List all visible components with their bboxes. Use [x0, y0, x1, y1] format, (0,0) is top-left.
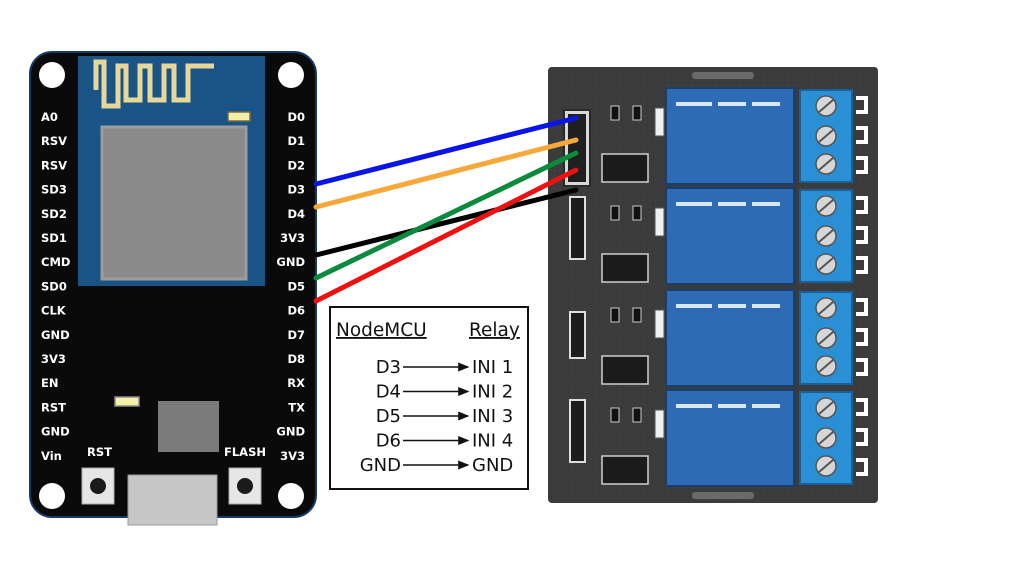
- shield-can: [100, 125, 248, 281]
- wire: [313, 150, 579, 281]
- legend-header-relay: Relay: [469, 320, 520, 341]
- left-pin-label: SD2: [41, 207, 67, 221]
- diode: [654, 107, 665, 137]
- optocoupler: [601, 355, 649, 385]
- wire: [313, 167, 579, 304]
- status-led: [114, 396, 140, 407]
- wires: [313, 115, 579, 304]
- right-pin-label: 3V3: [280, 449, 305, 463]
- left-pin-label: GND: [41, 425, 70, 439]
- left-pin-label: RST: [41, 400, 66, 414]
- left-pin-label: RSV: [41, 158, 67, 172]
- right-pin-label: TX: [288, 400, 305, 414]
- rst-button[interactable]: [81, 467, 115, 505]
- jumper-header: [569, 311, 586, 359]
- optocoupler: [601, 153, 649, 183]
- relay-channel: [601, 187, 868, 285]
- right-pin-label: D1: [287, 134, 305, 148]
- right-pin-label: RX: [287, 376, 305, 390]
- legend-to: INI 3: [472, 406, 513, 427]
- regulator-chip: [158, 401, 219, 452]
- left-pin-label: SD3: [41, 183, 67, 197]
- right-pin-label: GND: [276, 255, 305, 269]
- right-pin-label: D5: [287, 279, 305, 293]
- left-pin-label: EN: [41, 376, 58, 390]
- left-pin-label: CLK: [41, 304, 67, 318]
- left-pin-label: RSV: [41, 134, 67, 148]
- right-pin-label: D6: [287, 304, 305, 318]
- wire: [313, 137, 579, 210]
- right-pin-label: D3: [287, 183, 305, 197]
- mounting-hole: [278, 483, 304, 509]
- antenna-trace: [93, 59, 214, 109]
- relay-channel: [601, 87, 868, 185]
- left-pin-label: A0: [41, 110, 58, 124]
- right-pin-label: D2: [287, 158, 305, 172]
- rst-label: RST: [87, 445, 112, 459]
- diode: [654, 207, 665, 237]
- diode: [654, 309, 665, 339]
- legend-box: [329, 306, 529, 490]
- right-pin-label: GND: [276, 425, 305, 439]
- usb-port: [127, 474, 218, 526]
- jumper-header: [569, 399, 586, 463]
- left-pin-label: GND: [41, 328, 70, 342]
- legend-from: D6: [376, 431, 401, 452]
- jumper-header: [569, 196, 586, 260]
- left-pin-label: SD0: [41, 279, 67, 293]
- relay-channel: [601, 389, 868, 487]
- right-pin-label: D4: [287, 207, 305, 221]
- mounting-hole: [278, 62, 304, 88]
- left-pin-label: SD1: [41, 231, 67, 245]
- optocoupler: [601, 253, 649, 283]
- pin-mapping-legend: NodeMCU Relay D3 INI 1 D4 INI 2 D5 INI 3 D6 INI…: [329, 306, 529, 490]
- legend-to: INI 1: [472, 357, 513, 378]
- legend-to: GND: [472, 455, 513, 476]
- flash-button[interactable]: [228, 467, 262, 505]
- right-pin-label: 3V3: [280, 231, 305, 245]
- wire: [313, 187, 579, 258]
- relay-channel: [601, 289, 868, 387]
- left-pin-label: 3V3: [41, 352, 66, 366]
- flash-label: FLASH: [224, 445, 266, 459]
- mounting-hole: [39, 62, 65, 88]
- legend-to: INI 2: [472, 382, 513, 403]
- wire: [313, 115, 579, 187]
- legend-to: INI 4: [472, 431, 513, 452]
- optocoupler: [601, 455, 649, 485]
- left-pin-label: CMD: [41, 255, 70, 269]
- legend-header-nodemcu: NodeMCU: [336, 320, 427, 341]
- legend-from: D4: [376, 382, 401, 403]
- right-pin-label: D8: [287, 352, 305, 366]
- legend-from: GND: [360, 455, 401, 476]
- legend-from: D5: [376, 406, 401, 427]
- relay-module: [548, 67, 878, 503]
- mounting-hole: [39, 483, 65, 509]
- right-pin-label: D0: [287, 110, 305, 124]
- module-led: [227, 111, 251, 122]
- left-pin-label: Vin: [41, 449, 62, 463]
- right-pin-label: D7: [287, 328, 305, 342]
- diode: [654, 409, 665, 439]
- legend-from: D3: [376, 357, 401, 378]
